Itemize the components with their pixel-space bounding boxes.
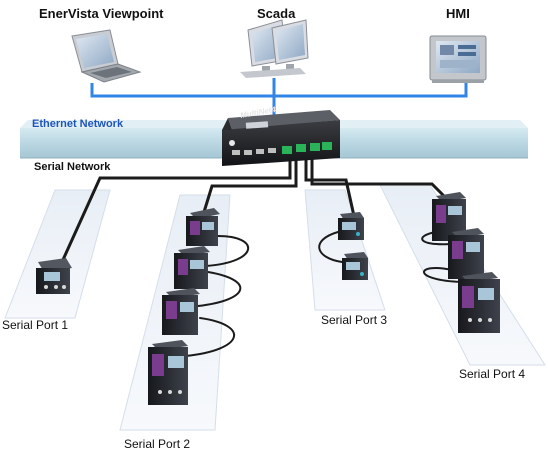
ethernet-links bbox=[90, 78, 468, 118]
relay-port2-2 bbox=[174, 246, 210, 289]
hmi-panel-icon bbox=[429, 35, 487, 83]
ethernet-network-label: Ethernet Network bbox=[32, 118, 124, 130]
cable-port-2 bbox=[198, 158, 298, 227]
serial-network-label: Serial Network bbox=[34, 161, 111, 173]
relay-port3-1 bbox=[338, 212, 364, 240]
serial-port-2-label: Serial Port 2 bbox=[124, 437, 191, 451]
relay-port4-2 bbox=[448, 228, 484, 279]
daisy-chain-3 bbox=[318, 231, 343, 263]
daisy-chain-2c bbox=[184, 317, 235, 357]
enervista-label: EnerVista Viewpoint bbox=[39, 6, 164, 21]
relay-port1-1 bbox=[36, 258, 72, 294]
relay-port2-4 bbox=[148, 340, 188, 405]
daisy-chain-2a bbox=[205, 235, 249, 267]
scada-label: Scada bbox=[257, 6, 296, 21]
hmi-label: HMI bbox=[446, 6, 470, 21]
daisy-chain-2b bbox=[197, 271, 242, 307]
cable-port-3 bbox=[304, 158, 356, 218]
relay-port2-3 bbox=[162, 288, 200, 335]
multinet4-device bbox=[222, 110, 340, 166]
cable-port-4 bbox=[310, 158, 450, 202]
laptop-icon bbox=[71, 29, 142, 83]
ethernet-bus bbox=[90, 83, 468, 98]
relay-port3-2 bbox=[342, 252, 368, 280]
scada-monitors-icon bbox=[240, 19, 309, 78]
serial-cables bbox=[60, 158, 463, 357]
daisy-chain-4b bbox=[423, 266, 463, 283]
serial-port-1-label: Serial Port 1 bbox=[2, 318, 69, 332]
floor-port-1 bbox=[4, 189, 111, 319]
serial-port-4-label: Serial Port 4 bbox=[459, 367, 526, 381]
relay-port4-3 bbox=[458, 272, 500, 333]
relay-port2-1 bbox=[186, 208, 220, 246]
serial-port-3-label: Serial Port 3 bbox=[321, 313, 388, 327]
daisy-chain-4a bbox=[421, 231, 451, 246]
cable-port-1 bbox=[60, 158, 292, 264]
relay-port4-1 bbox=[432, 192, 466, 241]
floor-port-3 bbox=[304, 189, 386, 311]
